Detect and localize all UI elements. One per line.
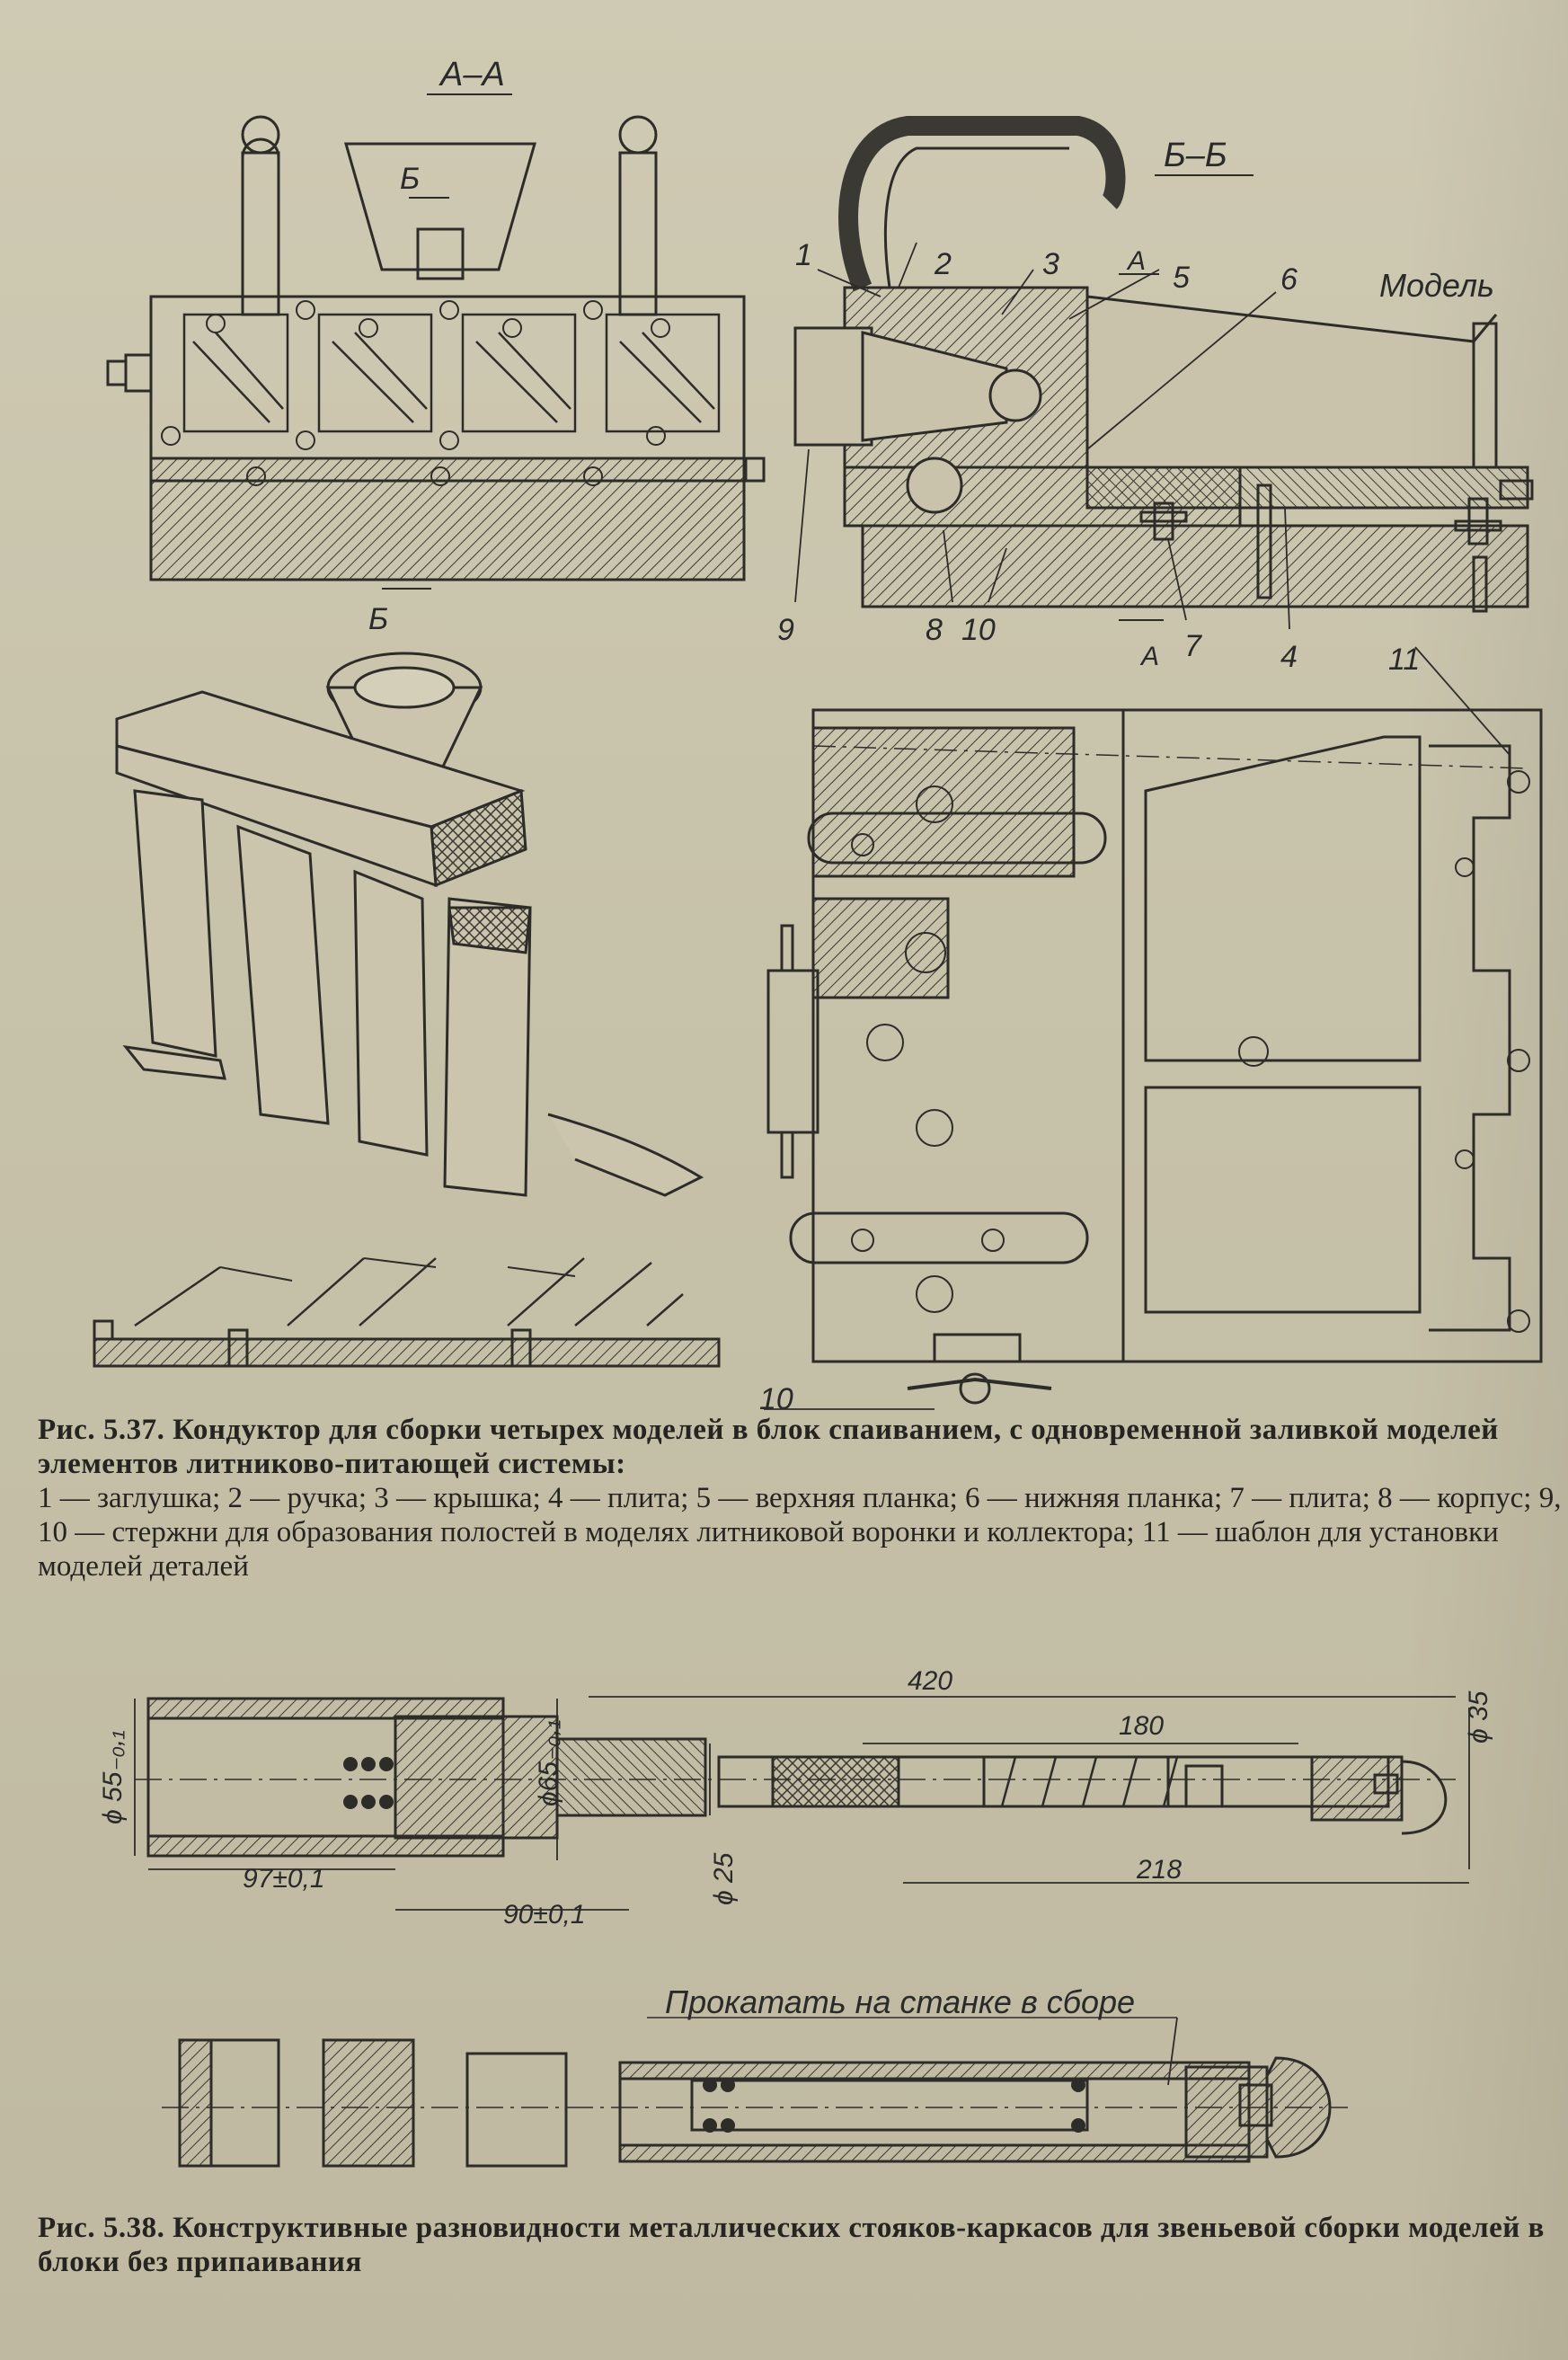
cut-mark-a-top: А [1126, 246, 1146, 276]
callout-7: 7 [1184, 629, 1202, 663]
figure-537-legend: 1 — заглушка; 2 — ручка; 3 — крышка; 4 —… [38, 1482, 1562, 1583]
section-aa-drawing: А–А [106, 56, 766, 636]
section-bb-drawing: Б–Б [793, 116, 1534, 756]
section-aa-label: А–А [439, 56, 505, 93]
cut-mark-b-top: Б [400, 162, 420, 196]
cut-mark-b-bottom: Б [368, 602, 388, 636]
stand-frame-section-2: Прокатать на станке в сборе [162, 1983, 1348, 2168]
callout-11: 11 [1388, 643, 1420, 677]
dim-218: 218 [1136, 1855, 1182, 1885]
callout-6: 6 [1280, 262, 1298, 297]
model-label: Модель [1379, 267, 1494, 304]
dim-90: 90±0,1 [503, 1900, 586, 1930]
callout-10: 10 [961, 613, 996, 647]
base-plate-section [93, 1257, 721, 1368]
callout-2: 2 [934, 247, 952, 281]
callout-3: 3 [1042, 247, 1059, 281]
figure-537-caption: Рис. 5.37. Кондуктор для сборки четырех … [38, 1413, 1565, 1584]
callout-9: 9 [777, 613, 794, 647]
template-plan-view [764, 708, 1543, 1410]
model-block-isometric [115, 652, 704, 1197]
callout-5: 5 [1173, 261, 1190, 295]
rolling-note: Прокатать на станке в сборе [665, 1983, 1135, 2020]
callout-1: 1 [795, 238, 812, 272]
dim-420: 420 [908, 1666, 952, 1696]
dim-d35: ϕ 35 [1464, 1690, 1493, 1743]
dim-d65: ϕ65₋₀,₁ [534, 1720, 563, 1806]
figure-538-title: Рис. 5.38. Конструктивные разновидности … [38, 2212, 1545, 2278]
stand-frame-section-1 [134, 1696, 1470, 1911]
figure-538-caption: Рис. 5.38. Конструктивные разновидности … [38, 2211, 1565, 2279]
section-bb-label: Б–Б [1164, 137, 1227, 174]
cut-mark-a-bottom: А [1139, 642, 1159, 671]
callout-8: 8 [926, 613, 943, 647]
figure-537-title: Рис. 5.37. Кондуктор для сборки четырех … [38, 1414, 1499, 1480]
callout-numbers: 1 2 3 4 5 6 7 8 9 10 11 10 [759, 238, 1420, 1416]
callout-4: 4 [1280, 640, 1298, 674]
dimension-labels: ϕ 55₋₀,₁ 97±0,1 90±0,1 ϕ65₋₀,₁ ϕ 25 420 … [98, 1666, 1493, 1930]
callout-10-bottom: 10 [759, 1382, 793, 1416]
dim-180: 180 [1119, 1711, 1164, 1741]
dim-d25: ϕ 25 [709, 1852, 739, 1905]
dim-97: 97±0,1 [243, 1864, 325, 1894]
dim-d55: ϕ 55₋₀,₁ [98, 1730, 128, 1824]
